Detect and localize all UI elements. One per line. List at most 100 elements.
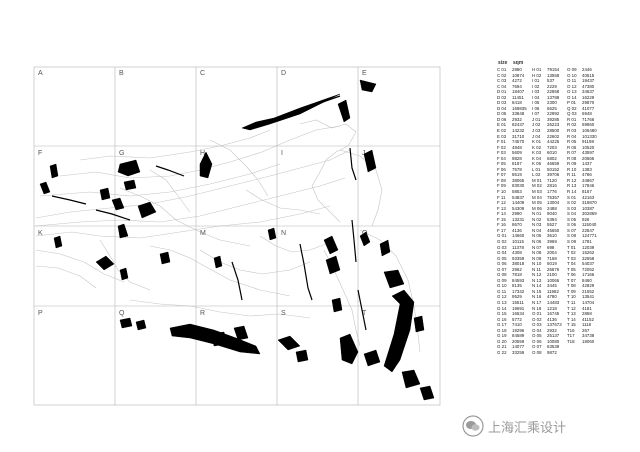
parcel-code: T 14 — [567, 316, 576, 322]
parcel-code: R 13 — [567, 183, 577, 189]
parcel-area: 26876 — [547, 266, 560, 272]
parcel — [95, 255, 115, 271]
parcel-area: 84593 — [512, 277, 525, 283]
parcel-code: N 13 — [532, 277, 542, 283]
parcel-area: 698 — [547, 244, 555, 250]
parcel-code: F 06 — [497, 166, 506, 172]
parcel-code: N 02 — [532, 216, 542, 222]
parcel — [337, 99, 351, 123]
parcel-code: G 05 — [497, 255, 507, 261]
parcel-area: 8418 — [512, 100, 522, 106]
parcel-area: 20666 — [582, 155, 595, 161]
grid-label-n: N — [281, 230, 286, 237]
parcel-code: I 04 — [532, 94, 540, 100]
parcel-area: 106480 — [582, 128, 597, 134]
parcel-code: G 02 — [497, 238, 507, 244]
parcel-area: 4181 — [582, 305, 592, 311]
parcel-area: 19437 — [582, 78, 595, 84]
parcel-area: 2932 — [512, 116, 522, 122]
parcel — [213, 255, 223, 269]
parcel-area: 13788 — [547, 94, 560, 100]
legend-row: R 13 17846 — [567, 183, 602, 189]
parcel-code: S 06 — [567, 222, 577, 228]
parcel-code: R 12 — [567, 177, 577, 183]
parcel-code: N 05 — [532, 233, 542, 239]
parcel-code: R 14 — [567, 189, 577, 195]
parcel-area: 17846 — [582, 183, 595, 189]
parcel-area: 2100 — [547, 272, 557, 278]
parcel-area: 11982 — [547, 288, 559, 294]
parcel-code: O 04 — [532, 327, 542, 333]
parcel-code: F 10 — [497, 189, 506, 195]
parcel-code: M 05 — [532, 200, 542, 206]
parcel-code: F 12 — [497, 200, 506, 206]
parcel-code: J 02 — [532, 122, 541, 128]
parcel-code: F 15 — [497, 216, 506, 222]
parcel-code: T 01 — [567, 244, 576, 250]
parcel-code: I 02 — [532, 83, 540, 89]
parcel-code: F 08 — [497, 177, 506, 183]
parcel-area: 7120 — [547, 177, 557, 183]
parcel — [49, 163, 59, 179]
parcel-code: G 08 — [497, 272, 507, 278]
parcel-code: Q 03 — [567, 111, 577, 117]
parcel-code: E 03 — [497, 133, 507, 139]
parcel-code: M 06 — [532, 205, 542, 211]
parcel-area: 3969 — [547, 238, 557, 244]
parcel-code: N 11 — [532, 266, 541, 272]
grid-label-h: H — [200, 150, 205, 157]
parcel-code: N 17 — [532, 299, 542, 305]
parcel-area: 93359 — [512, 255, 525, 261]
parcel — [359, 79, 377, 93]
parcel-code: M 04 — [532, 194, 542, 200]
parcel-area: 22847 — [582, 227, 595, 233]
parcel-code: E 02 — [497, 128, 507, 134]
parcel-area: 5853 — [512, 189, 522, 195]
parcel-code: O 02 — [532, 316, 542, 322]
parcel-code: T 05 — [567, 266, 576, 272]
parcel-code: C 02 — [497, 72, 507, 78]
parcel-code: O 10 — [567, 72, 577, 78]
svg-text:·: · — [304, 104, 305, 107]
grid-label-b: B — [119, 70, 124, 77]
parcel — [413, 315, 425, 333]
parcel-area: 17342 — [512, 288, 525, 294]
